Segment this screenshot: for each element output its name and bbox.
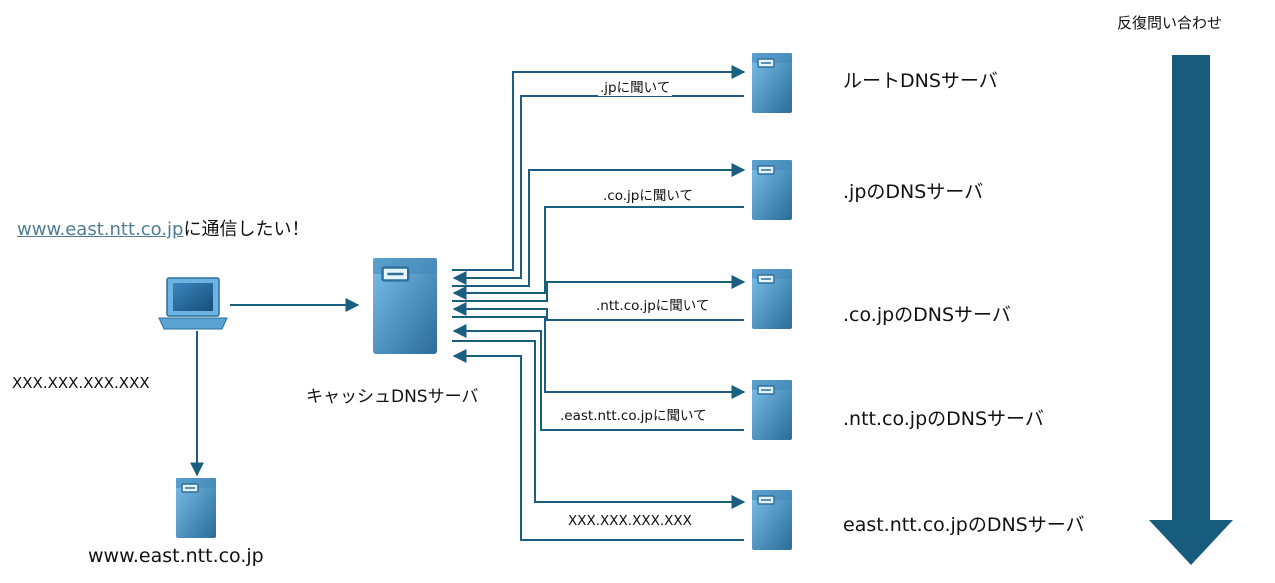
laptop-icon bbox=[158, 277, 228, 330]
jp-dns-server-name: .jpのDNSサーバ bbox=[843, 181, 984, 203]
eastnttcojp-dns-server-icon bbox=[752, 489, 792, 551]
target-host-server-icon bbox=[176, 477, 216, 539]
client-intent-text: www.east.ntt.co.jpに通信したい！ bbox=[17, 215, 309, 241]
cojp-reply-label: .ntt.co.jpに聞いて bbox=[594, 294, 712, 314]
nttcojp-reply-label: .east.ntt.co.jpに聞いて bbox=[558, 404, 709, 424]
client-intent-suffix: に通信したい！ bbox=[183, 219, 310, 240]
repeat-query-title: 反復問い合わせ bbox=[1117, 14, 1223, 32]
eastnttcojp-reply-label: XXX.XXX.XXX.XXX bbox=[566, 513, 694, 529]
cache-server-icon bbox=[372, 258, 438, 354]
root-reply-label: .jpに聞いて bbox=[598, 76, 673, 96]
root-dns-server-icon bbox=[752, 52, 792, 114]
target-host-label: www.east.ntt.co.jp bbox=[88, 545, 264, 567]
nttcojp-dns-server-name: .ntt.co.jpのDNSサーバ bbox=[843, 408, 1044, 430]
target-url-link[interactable]: www.east.ntt.co.jp bbox=[17, 219, 184, 240]
eastnttcojp-dns-server-name: east.ntt.co.jpのDNSサーバ bbox=[843, 514, 1085, 536]
nttcojp-dns-server-icon bbox=[752, 379, 792, 441]
cache-server-label: キャッシュDNSサーバ bbox=[306, 387, 479, 407]
jp-reply-label: .co.jpに聞いて bbox=[601, 184, 695, 204]
jp-dns-server-icon bbox=[752, 159, 792, 221]
resolved-ip-text: XXX.XXX.XXX.XXX bbox=[12, 374, 150, 392]
cojp-dns-server-name: .co.jpのDNSサーバ bbox=[843, 304, 1011, 326]
cojp-dns-server-icon bbox=[752, 268, 792, 330]
root-dns-server-name: ルートDNSサーバ bbox=[843, 70, 998, 92]
repeat-big-arrow bbox=[1149, 55, 1233, 565]
